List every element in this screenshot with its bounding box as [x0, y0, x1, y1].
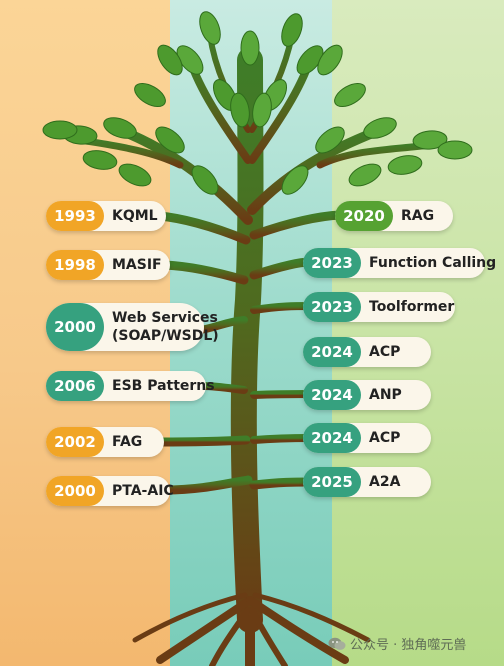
milestone-label: ESB Patterns	[112, 378, 215, 394]
left-timeline-item: 1998 MASIF	[46, 250, 170, 280]
leaf	[317, 44, 343, 76]
tree-roots	[132, 592, 371, 666]
year-badge: 2000	[46, 303, 104, 351]
left-timeline-item: 1993 KQML	[46, 201, 166, 231]
year-badge: 1993	[46, 201, 104, 231]
watermark: 公众号 · 独角噬元兽	[328, 634, 466, 653]
leaf	[134, 82, 166, 108]
leaf	[281, 13, 303, 47]
left-timeline-item: 2000 PTA-AIC	[46, 476, 174, 506]
leaf	[155, 126, 185, 154]
leaf	[176, 45, 204, 75]
year-badge: 2023	[303, 292, 361, 322]
leaf	[296, 45, 324, 75]
milestone-label: ACP	[369, 344, 401, 360]
milestone-label: FAG	[112, 434, 143, 450]
year-badge: 2002	[46, 427, 104, 457]
leaf	[118, 163, 152, 187]
leaf	[348, 163, 382, 187]
wechat-icon	[328, 637, 346, 650]
right-timeline-item: 2024 ACP	[303, 337, 431, 367]
milestone-label: KQML	[112, 208, 158, 224]
right-timeline-item: 2024 ANP	[303, 380, 431, 410]
leaf	[199, 11, 221, 45]
year-badge: 2024	[303, 423, 361, 453]
milestone-label: A2A	[369, 474, 401, 490]
milestone-label: PTA-AIC	[112, 483, 174, 499]
right-timeline-item: 2020 RAG	[335, 201, 453, 231]
year-badge: 2024	[303, 380, 361, 410]
milestone-label: ANP	[369, 387, 402, 403]
year-badge: 1998	[46, 250, 104, 280]
leaf	[157, 44, 183, 76]
year-badge: 2000	[46, 476, 104, 506]
year-badge: 2024	[303, 337, 361, 367]
milestone-label: Toolformer	[369, 299, 455, 315]
leaf	[437, 140, 473, 160]
year-badge: 2020	[335, 201, 393, 231]
leaf	[191, 165, 219, 195]
right-timeline-item: 2023 Toolformer	[303, 292, 455, 322]
leaf	[387, 155, 423, 175]
watermark-text: 公众号 · 独角噬元兽	[350, 638, 467, 653]
leaf	[252, 92, 272, 128]
leaf	[82, 150, 118, 170]
milestone-label: ACP	[369, 430, 401, 446]
right-timeline-item: 2024 ACP	[303, 423, 431, 453]
left-timeline-item: 2002 FAG	[46, 427, 164, 457]
left-timeline-item: 2006 ESB Patterns	[46, 371, 215, 401]
right-timeline-item: 2023 Function Calling	[303, 248, 496, 278]
leaf	[42, 120, 78, 140]
leaf	[103, 117, 137, 139]
milestone-label: Function Calling	[369, 255, 497, 271]
milestone-label: RAG	[401, 208, 435, 224]
right-timeline-item: 2025 A2A	[303, 467, 431, 497]
year-badge: 2023	[303, 248, 361, 278]
leaf	[240, 30, 260, 66]
milestone-label: MASIF	[112, 257, 162, 273]
background-right-panel	[332, 0, 504, 666]
milestone-label: Web Services (SOAP/WSDL)	[112, 310, 219, 344]
leaf	[281, 165, 309, 195]
leaf	[412, 130, 448, 150]
year-badge: 2025	[303, 467, 361, 497]
year-badge: 2006	[46, 371, 104, 401]
leaf	[230, 92, 250, 128]
leaf	[363, 117, 397, 139]
tree-leaves	[42, 11, 473, 195]
leaf	[315, 126, 345, 154]
leaf	[334, 82, 366, 108]
